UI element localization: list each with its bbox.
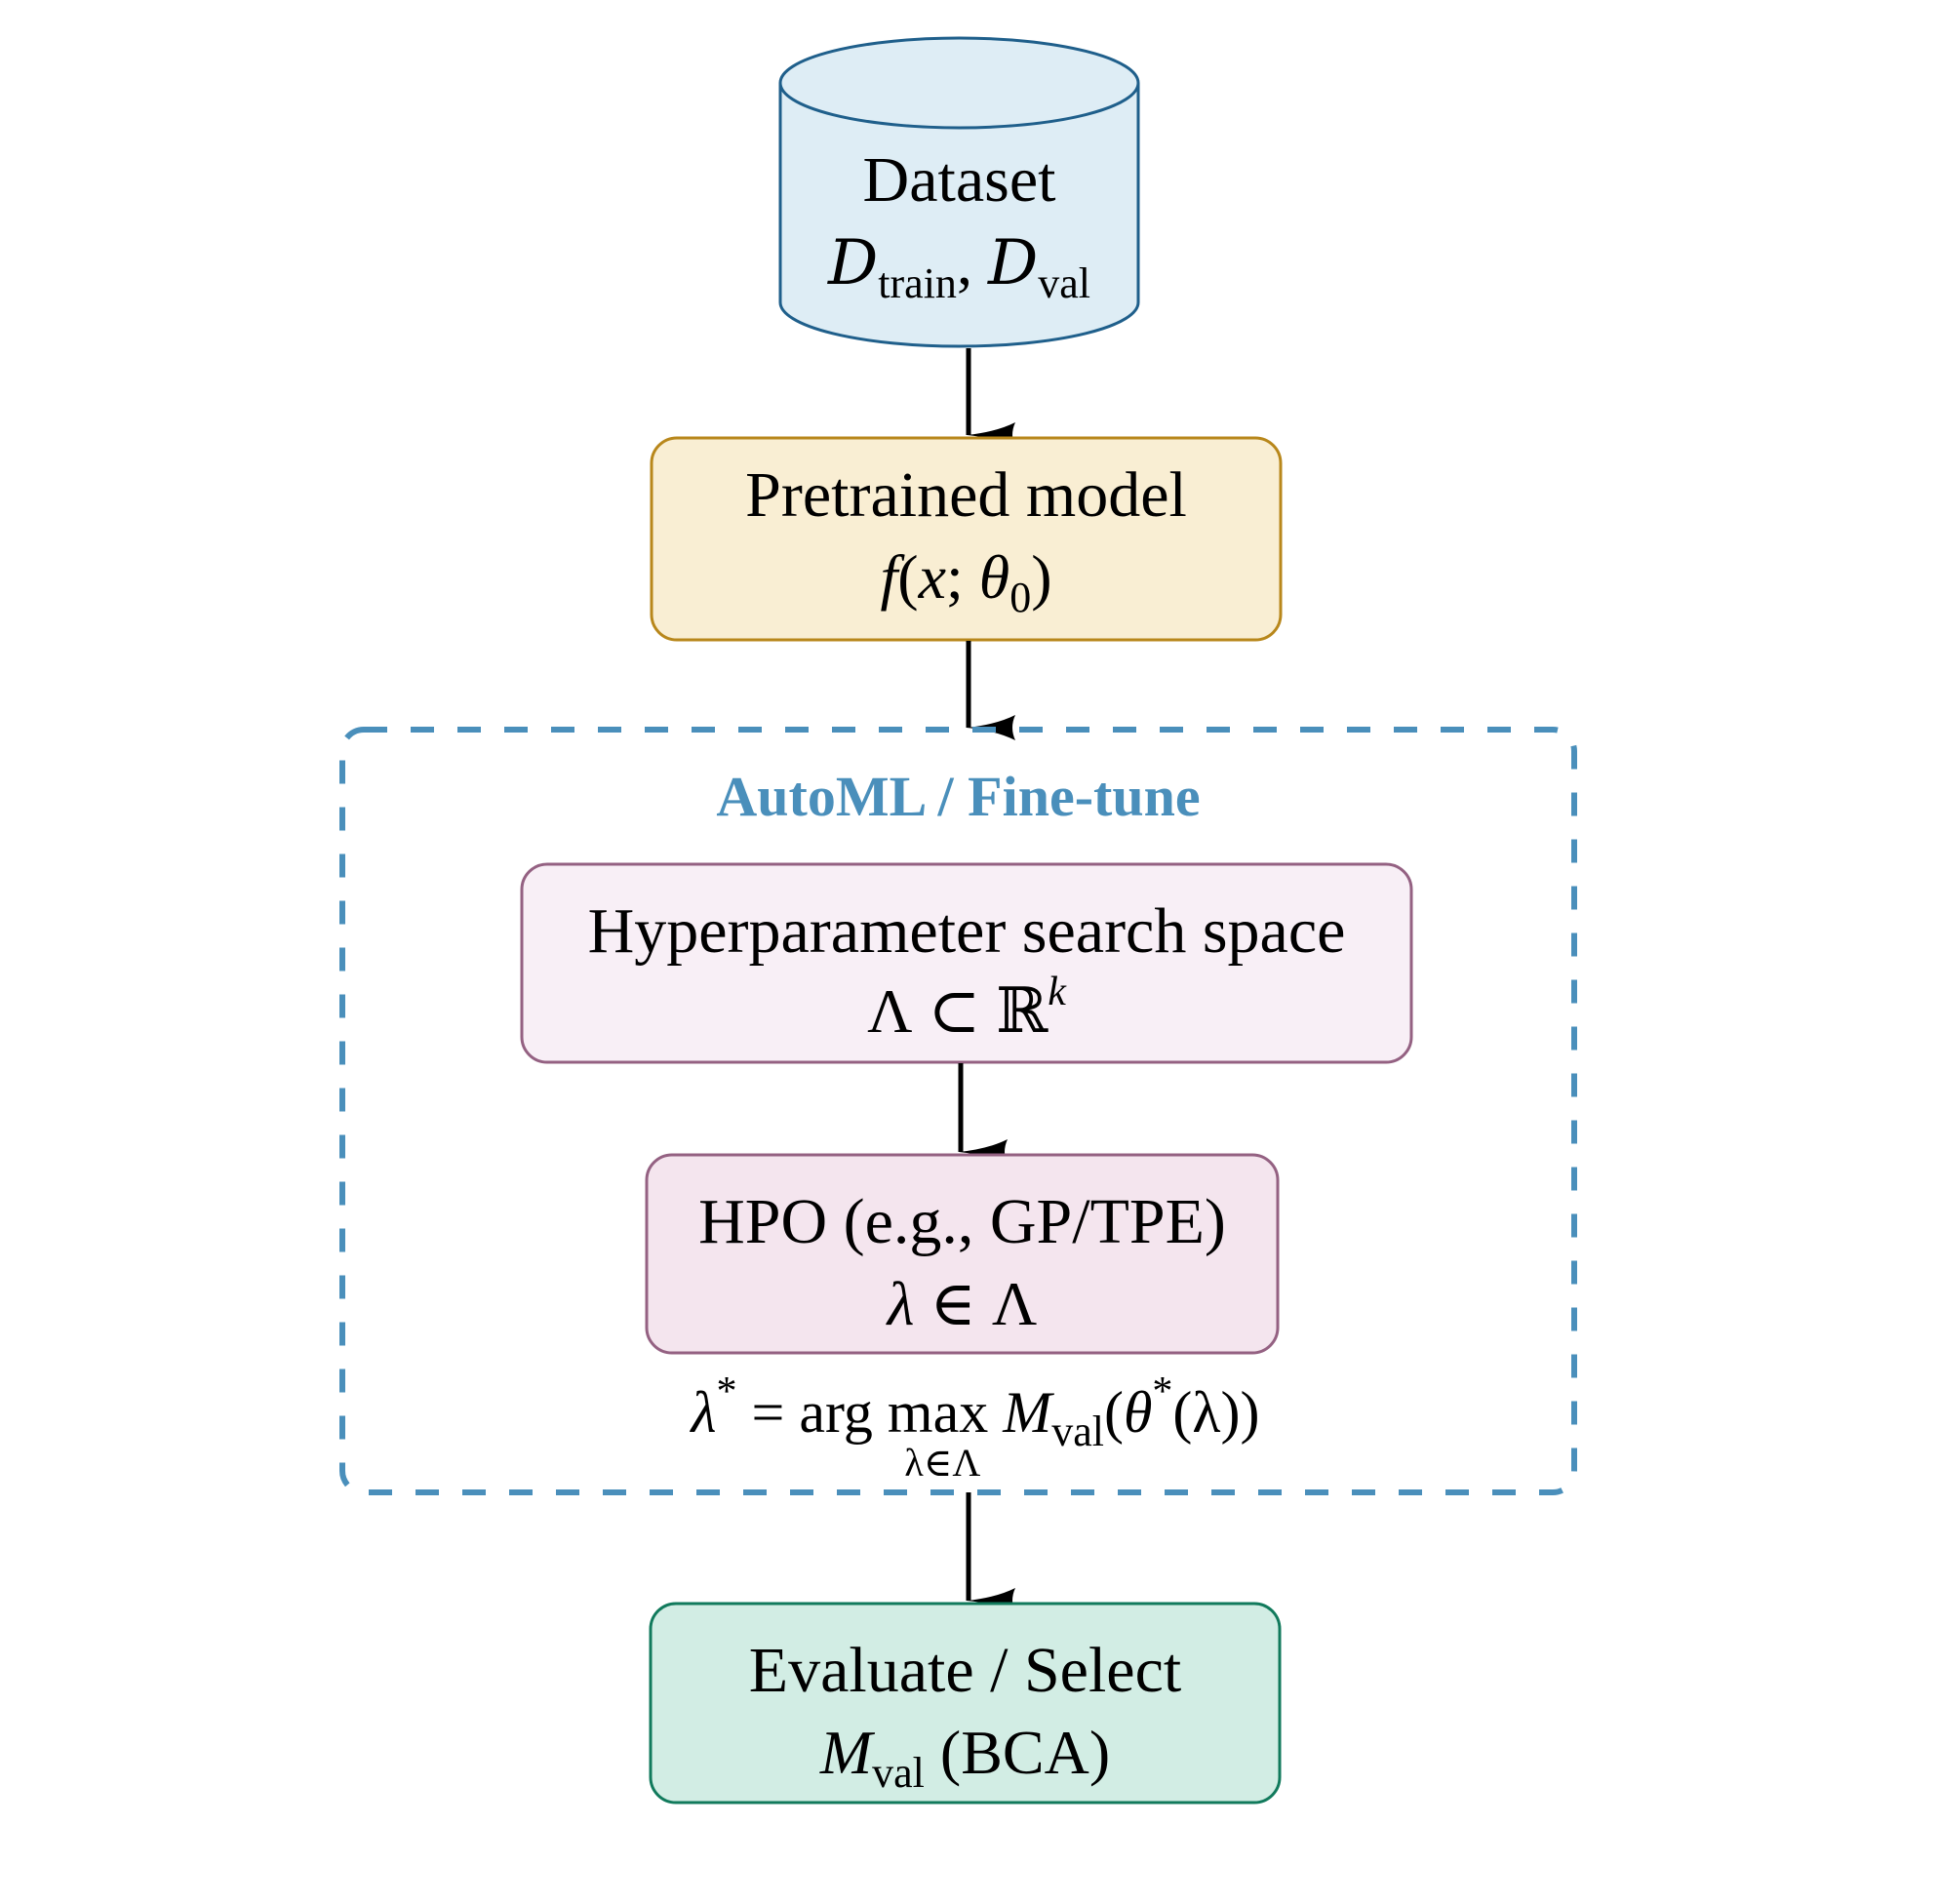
automl-group-title: AutoML / Fine-tune [716,765,1201,828]
theta-star: * [1152,1369,1173,1414]
paren-open: ( [1103,1380,1124,1445]
subset-symbol: ⊂ [928,976,981,1046]
dataset-node [778,36,1140,348]
metric-M: M [819,1718,873,1787]
pretrained-title: Pretrained model [745,459,1187,531]
metric-M: M [1003,1380,1052,1445]
dataset-title: Dataset [862,144,1056,216]
search-space-node [520,862,1413,1064]
formula-tail: (λ)) [1172,1380,1260,1445]
capital-lambda: Λ [867,976,913,1046]
paren-open: ( [897,542,919,612]
evaluate-math: Mval (BCA) [651,1722,1280,1795]
comma: , [956,228,972,298]
train-set-symbol: D [827,227,879,299]
pretrained-math: f(x; θ0) [652,546,1281,619]
evaluate-title: Evaluate / Select [748,1635,1182,1706]
search-space-math: Λ ⊂ ℝk [522,972,1411,1043]
hpo-math: λ ∈ Λ [647,1273,1278,1335]
automl-group-box [339,727,1577,1495]
dimension-k: k [1048,970,1066,1014]
argmax-domain: λ∈Λ [904,1441,981,1485]
evaluate-node [649,1602,1282,1805]
capital-lambda: Λ [991,1269,1038,1338]
theta: θ [978,542,1010,612]
metric-subscript: val [1051,1408,1104,1455]
dataset-math: Dtrain, Dval [780,232,1138,305]
dataset-cylinder-top [778,36,1140,130]
theta: θ [1123,1380,1153,1445]
hpo-title: HPO (e.g., GP/TPE) [698,1186,1226,1257]
train-subscript: train [878,259,957,307]
equals: = [751,1380,785,1445]
reals-symbol: ℝ [996,976,1049,1046]
semicolon: ; [945,542,964,612]
paren-close: ) [1031,542,1052,612]
val-subscript: val [1038,259,1091,307]
lambda: λ [887,1269,915,1338]
hpo-node [645,1153,1280,1355]
metric-subscript: val [872,1749,925,1797]
lambda-star: λ [691,1380,717,1445]
argmax-operator: arg max [799,1380,989,1445]
metric-name: (BCA) [939,1718,1111,1787]
star: * [716,1369,737,1414]
pretrained-model-node [650,436,1283,642]
search-space-title: Hyperparameter search space [587,895,1346,967]
element-of: ∈ [930,1269,976,1338]
func-f: f [880,542,898,612]
var-x: x [918,542,946,612]
val-set-symbol: D [987,227,1039,299]
theta-subscript: 0 [1009,574,1032,621]
dataset-cylinder-body [778,83,1140,348]
